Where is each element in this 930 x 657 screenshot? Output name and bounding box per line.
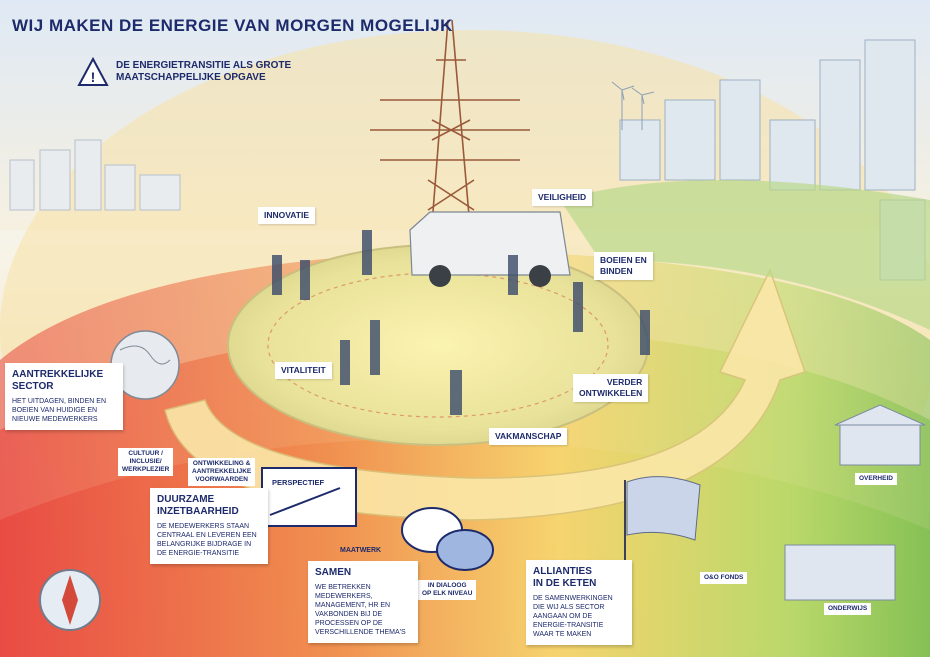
svg-text:!: ! bbox=[91, 69, 96, 85]
label-ontwikkeling-voorwaarden: ONTWIKKELING & AANTREKKELIJKE VOORWAARDE… bbox=[188, 458, 256, 486]
page-title: WIJ MAKEN DE ENERGIE VAN MORGEN MOGELIJK bbox=[12, 16, 453, 35]
label-dialoog-line-1: IN DIALOOG bbox=[427, 582, 467, 589]
label-verder-ontwikkelen: VERDER ONTWIKKELEN bbox=[573, 374, 649, 402]
box-allianties-heading-1: ALLIANTIES bbox=[533, 566, 592, 577]
label-verder-line-2: ONTWIKKELEN bbox=[579, 388, 643, 398]
box-allianties: ALLIANTIES IN DE KETEN DE SAMENWERKINGEN… bbox=[526, 560, 632, 645]
subtitle-line-2: MAATSCHAPPELIJKE OPGAVE bbox=[116, 72, 266, 83]
box-samen-text: WE BETREKKEN MEDEWERKERS, MANAGEMENT, HR… bbox=[315, 584, 406, 636]
label-in-dialoog: IN DIALOOG OP ELK NIVEAU bbox=[418, 580, 477, 600]
label-maatwerk: MAATWERK bbox=[340, 547, 382, 554]
box-samen-heading: SAMEN bbox=[315, 567, 352, 578]
subtitle-line-1: DE ENERGIETRANSITIE ALS GROTE bbox=[116, 60, 292, 71]
box-allianties-heading-2: IN DE KETEN bbox=[533, 578, 597, 589]
box-sector-text: HET UITDAGEN, BINDEN EN BOEIEN VAN HUIDI… bbox=[12, 398, 106, 423]
label-cultuur-line-2: INCLUSIE/ bbox=[129, 458, 162, 465]
label-onderwijs: ONDERWIJS bbox=[824, 603, 872, 615]
box-aantrekkelijke-sector: AANTREKKELIJKE SECTOR HET UITDAGEN, BIND… bbox=[5, 363, 123, 430]
box-samen: SAMEN WE BETREKKEN MEDEWERKERS, MANAGEME… bbox=[308, 561, 418, 643]
label-cultuur: CULTUUR / INCLUSIE/ WERKPLEZIER bbox=[118, 448, 174, 476]
box-duurzame-text: DE MEDEWERKERS STAAN CENTRAAL EN LEVEREN… bbox=[157, 523, 257, 557]
label-cultuur-line-3: WERKPLEZIER bbox=[122, 466, 170, 473]
box-sector-heading-2: SECTOR bbox=[12, 381, 54, 392]
box-allianties-text: DE SAMENWERKINGEN DIE WIJ ALS SECTOR AAN… bbox=[533, 595, 613, 638]
label-vakmanschap: VAKMANSCHAP bbox=[489, 428, 568, 445]
box-duurzame-heading-1: DUURZAME bbox=[157, 494, 215, 505]
box-duurzame-heading-2: INZETBAARHEID bbox=[157, 506, 239, 517]
subtitle: DE ENERGIETRANSITIE ALS GROTE MAATSCHAPP… bbox=[116, 60, 376, 84]
label-ontwikkeling-line-2: AANTREKKELIJKE bbox=[192, 468, 252, 475]
label-innovatie: INNOVATIE bbox=[258, 207, 316, 224]
label-overheid: OVERHEID bbox=[855, 473, 897, 485]
label-verder-line-1: VERDER bbox=[606, 377, 643, 387]
label-ontwikkeling-line-1: ONTWIKKELING & bbox=[192, 460, 251, 467]
label-perspectief: PERSPECTIEF bbox=[272, 478, 325, 487]
label-veiligheid: VEILIGHEID bbox=[532, 189, 593, 206]
box-sector-heading-1: AANTREKKELIJKE bbox=[12, 369, 104, 380]
label-boeien-en-binden: BOEIEN EN BINDEN bbox=[594, 252, 653, 280]
label-boeien-line-1: BOEIEN EN bbox=[600, 255, 647, 265]
label-boeien-line-2: BINDEN bbox=[600, 266, 633, 276]
label-cultuur-line-1: CULTUUR / bbox=[128, 450, 163, 457]
warning-icon: ! bbox=[77, 56, 109, 86]
label-oo-fonds: O&O FONDS bbox=[700, 572, 748, 584]
box-duurzame-inzetbaarheid: DUURZAME INZETBAARHEID DE MEDEWERKERS ST… bbox=[150, 488, 268, 564]
label-dialoog-line-2: OP ELK NIVEAU bbox=[422, 590, 473, 597]
label-ontwikkeling-line-3: VOORWAARDEN bbox=[195, 476, 248, 483]
label-vitaliteit: VITALITEIT bbox=[275, 362, 332, 379]
